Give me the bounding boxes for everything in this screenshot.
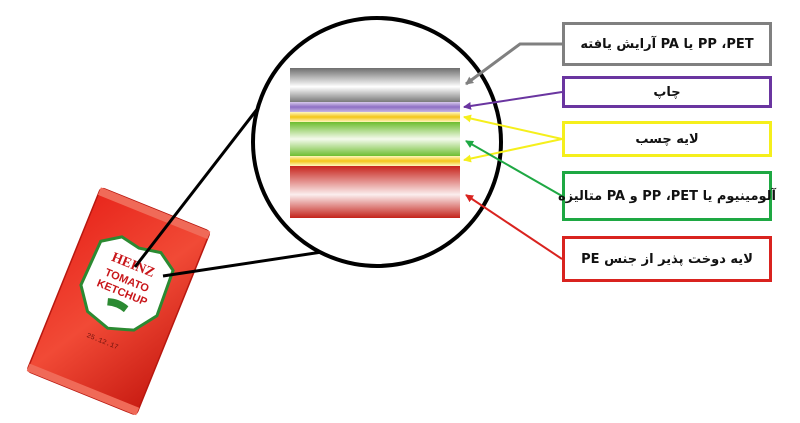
magnifier-circle-border [251, 16, 503, 268]
arrow-adhesive-2 [463, 138, 563, 163]
label-adhesive: لایه چسب [562, 121, 772, 157]
label-print-text: چاپ [653, 84, 681, 100]
label-adhesive-text: لایه چسب [635, 131, 699, 147]
packet-bottom-seal [26, 363, 140, 416]
label-sealant: لایه دوخت پذیر از جنس PE [562, 236, 772, 282]
arrow-print [463, 91, 563, 110]
magnifier-line-top [133, 107, 260, 268]
label-print: چاپ [562, 76, 772, 108]
layer-print [290, 102, 460, 112]
arrow-sealant [465, 194, 563, 260]
ketchup-packet: HEINZ TOMATO KETCHUP 25.12.17 [26, 187, 211, 416]
label-metallized-text: آلومینیوم یا PP ،PET و PA متالیزه [557, 188, 776, 204]
packet-top-seal [97, 187, 211, 240]
arrow-oriented-film [465, 42, 562, 86]
arrow-metallized [465, 140, 563, 197]
layer-metallized [290, 122, 460, 156]
magnifier-line-bottom [162, 250, 323, 278]
label-oriented-film: PP ،PET یا PA آرایش یافته [562, 22, 772, 66]
layer-oriented-film [290, 68, 460, 102]
packet-pickle-icon [107, 298, 129, 313]
packet-label-shield [79, 235, 175, 332]
laminate-layers [290, 68, 460, 218]
label-oriented-film-text: PP ،PET یا PA آرایش یافته [580, 36, 754, 52]
label-metallized: آلومینیوم یا PP ،PET و PA متالیزه [558, 171, 776, 221]
arrow-adhesive-1 [463, 114, 563, 140]
label-sealant-text: لایه دوخت پذیر از جنس PE [581, 251, 753, 267]
layer-adhesive-1 [290, 112, 460, 122]
layer-adhesive-2 [290, 156, 460, 166]
layer-sealant [290, 166, 460, 218]
